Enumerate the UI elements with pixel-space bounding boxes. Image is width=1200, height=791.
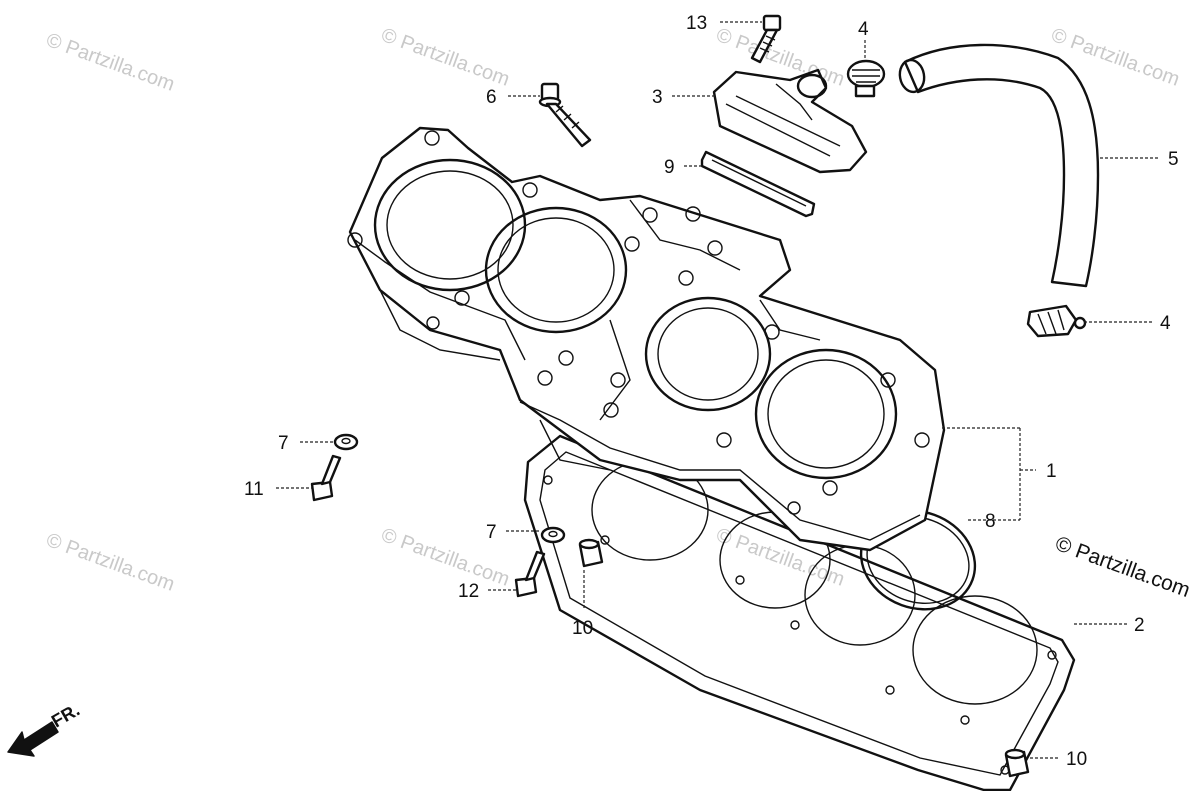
hose-clamp-lower bbox=[1026, 304, 1087, 338]
watermark: © Partzilla.com bbox=[43, 529, 177, 596]
callout-8: 8 bbox=[985, 511, 996, 532]
bolt-12 bbox=[514, 550, 546, 598]
callouts: 13 4 6 3 9 5 4 1 8 7 11 7 12 10 2 10 bbox=[244, 13, 1179, 770]
callout-9: 9 bbox=[664, 157, 675, 178]
callout-1: 1 bbox=[1046, 461, 1057, 482]
bolt-11 bbox=[310, 454, 342, 502]
hose-clamp-upper bbox=[846, 59, 886, 98]
dowel-pin-10-bottom bbox=[1004, 748, 1030, 778]
watermark: © Partzilla.com bbox=[43, 29, 177, 96]
base-gasket bbox=[523, 434, 1076, 791]
callout-12: 12 bbox=[458, 581, 479, 602]
leader-lines bbox=[276, 21, 1160, 759]
water-joint bbox=[712, 68, 868, 174]
dowel-pin-10-left bbox=[578, 538, 604, 568]
copyright-notice: © Partzilla.com bbox=[1052, 532, 1193, 602]
callout-7-left: 7 bbox=[278, 433, 289, 454]
cylinder-block bbox=[347, 126, 946, 552]
callout-5: 5 bbox=[1168, 149, 1179, 170]
callout-3: 3 bbox=[652, 87, 663, 108]
water-hose bbox=[898, 43, 1100, 288]
callout-4-lower: 4 bbox=[1160, 313, 1171, 334]
callout-6: 6 bbox=[486, 87, 497, 108]
bolt-6 bbox=[538, 82, 592, 148]
callout-4-upper: 4 bbox=[858, 19, 869, 40]
watermark: © Partzilla.com bbox=[1048, 24, 1182, 91]
watermark: © Partzilla.com bbox=[378, 24, 512, 91]
callout-11: 11 bbox=[244, 479, 264, 500]
front-indicator: FR. bbox=[7, 700, 83, 757]
callout-10-left: 10 bbox=[572, 618, 593, 639]
washer-7-center bbox=[540, 526, 566, 544]
callout-7-center: 7 bbox=[486, 522, 497, 543]
washer-7-left bbox=[333, 433, 359, 451]
callout-10-bottom: 10 bbox=[1066, 749, 1087, 770]
callout-2: 2 bbox=[1134, 615, 1145, 636]
bolt-13 bbox=[750, 14, 782, 64]
front-arrow-icon bbox=[7, 721, 59, 757]
callout-13: 13 bbox=[686, 13, 707, 34]
